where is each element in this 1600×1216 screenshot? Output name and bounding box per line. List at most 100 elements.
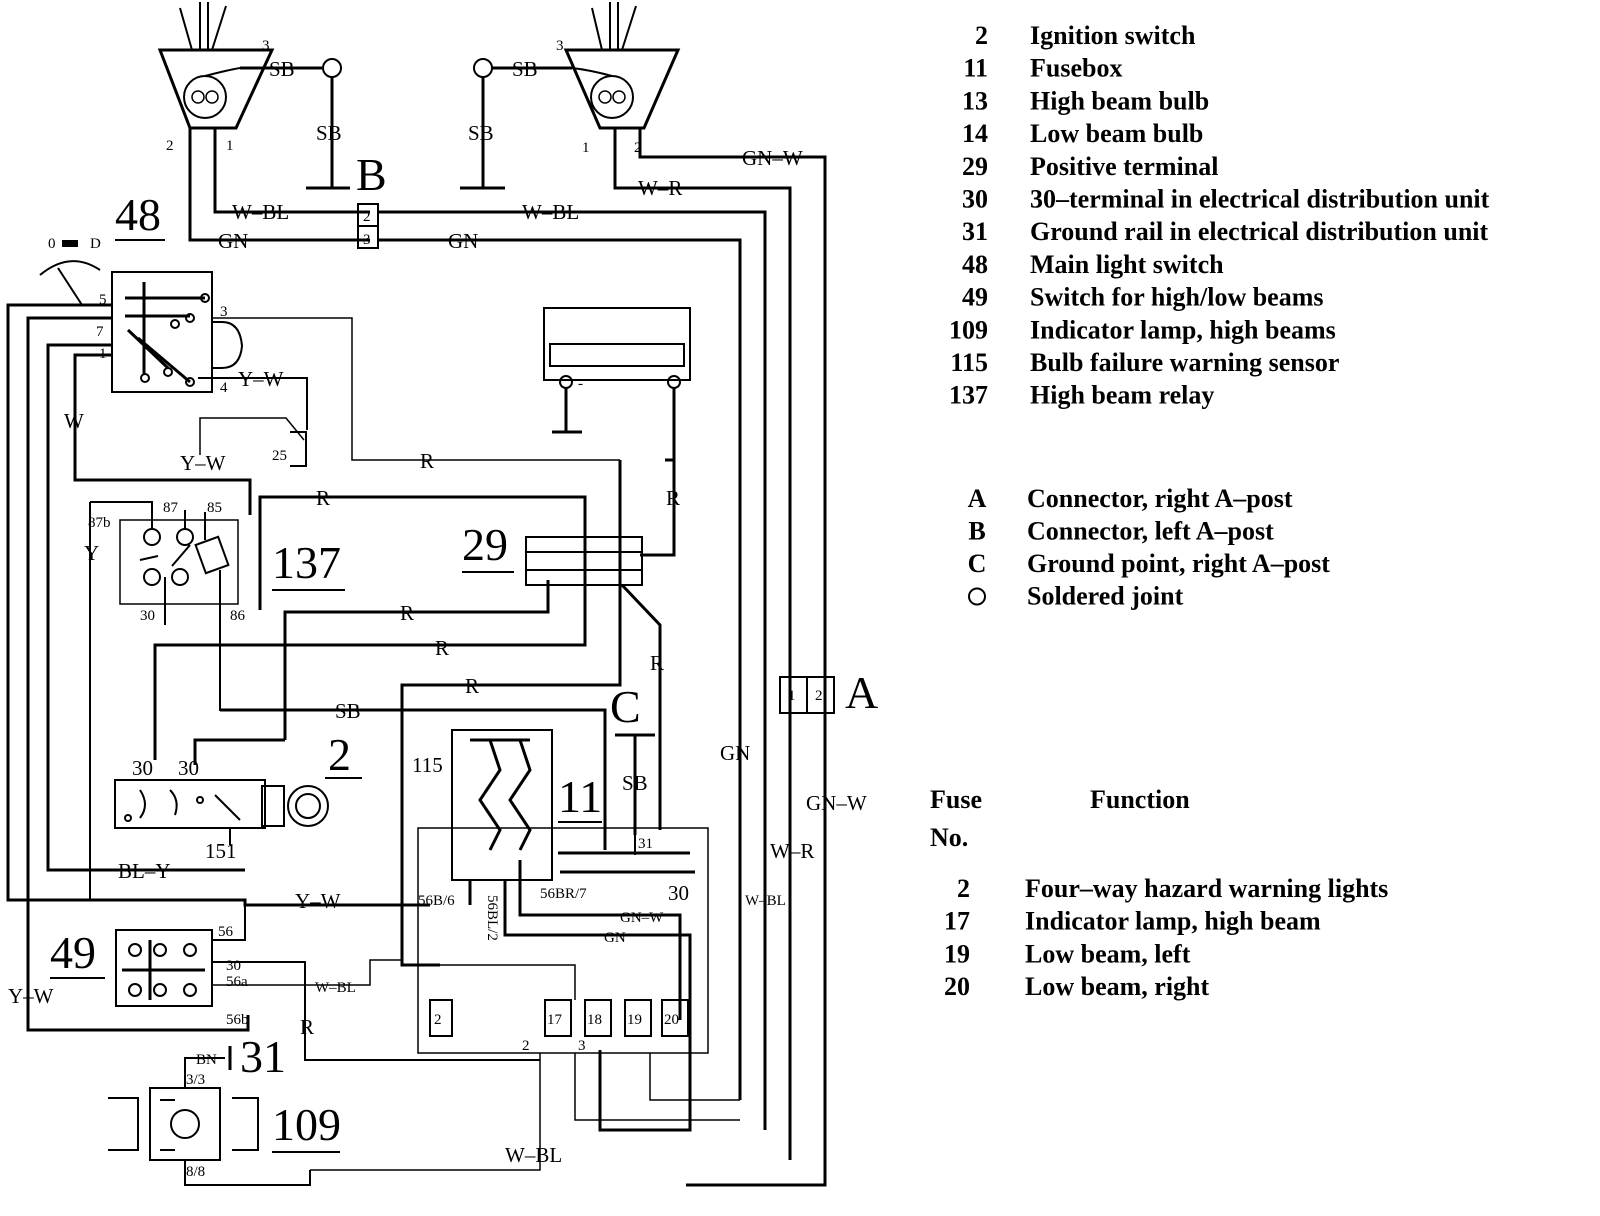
wire-label-gnw: GN–W	[620, 910, 664, 926]
wire-label-sb: SB	[269, 57, 295, 81]
switch-off-mark: 0	[48, 236, 56, 252]
wire-label-gn: GN	[218, 229, 248, 253]
pin-5: 5	[99, 292, 107, 308]
pin-87: 87	[163, 500, 179, 516]
letter-text: Ground point, right A–post	[1027, 549, 1330, 578]
wire-label-r: R	[400, 601, 414, 625]
wire-label-sb: SB	[622, 771, 648, 795]
fuse-header: Fuse	[930, 785, 982, 814]
component-48-label: 48	[115, 189, 161, 240]
fuse-number: 17	[944, 907, 970, 936]
legend-text: Ground rail in electrical distribution u…	[1030, 217, 1489, 246]
fuse-19: 19	[624, 999, 652, 1037]
pin-3: 3	[578, 1038, 586, 1054]
pin-31: 31	[638, 836, 653, 852]
wire-label-r: R	[420, 449, 434, 473]
wire-label-wbl: W–BL	[505, 1143, 562, 1167]
wire-label-sb: SB	[335, 699, 361, 723]
legend-number: 11	[963, 54, 988, 83]
wire-label-gnw: GN–W	[806, 791, 867, 815]
fuse-function: Low beam, right	[1025, 972, 1210, 1001]
pin-1: 1	[582, 140, 590, 156]
component-29-label: 29	[462, 519, 508, 570]
wire-label-gn: GN	[448, 229, 478, 253]
wire-label-r: R	[666, 486, 680, 510]
pin-56a: 56a	[226, 974, 248, 990]
pin-56bl2: 56BL/2	[484, 895, 500, 941]
pin-151: 151	[205, 839, 237, 863]
pin-2: 2	[634, 140, 642, 156]
pin-2: 2	[522, 1038, 530, 1054]
legend-number: 29	[962, 152, 988, 181]
fuse-2: 2	[429, 999, 453, 1037]
legend-text: 30–terminal in electrical distribution u…	[1030, 185, 1490, 214]
wire-label-yw: Y–W	[238, 367, 284, 391]
legend-text: High beam relay	[1030, 381, 1214, 410]
fuse-number: 20	[944, 972, 970, 1001]
left-headlamp: 3 2 1	[157, 2, 275, 154]
pin-56b6: 56B/6	[418, 893, 455, 909]
pin-25: 25	[272, 448, 287, 464]
wire-label-bly: BL–Y	[118, 859, 171, 883]
letter-key: A	[968, 484, 987, 513]
legend-text: Low beam bulb	[1030, 119, 1203, 148]
connector-c-label: C	[610, 681, 641, 732]
pin-30: 30	[140, 608, 155, 624]
wire-label-gn: GN	[720, 741, 750, 765]
pin-30: 30	[226, 958, 241, 974]
legend-number: 109	[949, 315, 988, 344]
fuse-20: 20	[661, 999, 689, 1037]
pin-3: 3	[220, 304, 228, 320]
svg-text:18: 18	[587, 1012, 602, 1028]
pin-2: 2	[166, 138, 174, 154]
connector-25	[290, 431, 307, 467]
function-header: Function	[1090, 785, 1190, 814]
component-49-label: 49	[50, 927, 96, 978]
letter-text: Soldered joint	[1027, 582, 1184, 611]
svg-text:19: 19	[627, 1012, 642, 1028]
legend-number: 14	[962, 119, 988, 148]
wire-label-wbl: W–BL	[315, 980, 356, 996]
letter-text: Connector, right A–post	[1027, 484, 1293, 513]
wire-label-r: R	[650, 651, 664, 675]
wire-label-r: R	[316, 486, 330, 510]
pin-2: 2	[363, 209, 371, 225]
high-beam-relay	[119, 519, 239, 605]
battery	[543, 307, 691, 381]
legend-text: Indicator lamp, high beams	[1030, 315, 1336, 344]
wire-label-r: R	[465, 674, 479, 698]
pin-3: 3	[363, 232, 371, 248]
lamp-icon	[170, 1109, 200, 1139]
pin-85: 85	[207, 500, 222, 516]
fuse-number: 19	[944, 939, 970, 968]
fuse-number: 2	[957, 874, 970, 903]
legend-text: Ignition switch	[1030, 21, 1196, 50]
pin-30: 30	[178, 756, 199, 780]
component-31-label: 31	[240, 1031, 286, 1082]
connector-a-label: A	[845, 667, 878, 718]
fuse-function: Four–way hazard warning lights	[1025, 874, 1388, 903]
pin-2: 2	[815, 688, 823, 704]
component-137-label: 137	[272, 537, 341, 588]
right-headlamp: 3 1 2	[556, 2, 681, 156]
letter-key: C	[968, 549, 987, 578]
component-109-label: 109	[272, 1099, 341, 1150]
main-light-switch	[111, 271, 213, 393]
pin-56b: 56b	[226, 1012, 249, 1028]
wire-label-wbl: W–BL	[522, 200, 579, 224]
wire-label-w: W	[64, 409, 84, 433]
pin-3: 3	[262, 38, 270, 54]
pin-3: 3	[556, 38, 564, 54]
fuse-18: 18	[584, 999, 612, 1037]
fuse-function: Indicator lamp, high beam	[1025, 907, 1321, 936]
pin-56br7: 56BR/7	[540, 886, 587, 902]
wire-label-yw: Y–W	[180, 451, 226, 475]
pin-86: 86	[230, 608, 246, 624]
legend-number: 2	[975, 21, 988, 50]
wire-label-wbl: W–BL	[232, 200, 289, 224]
soldered-joint-icon	[968, 587, 986, 606]
svg-text:20: 20	[664, 1012, 679, 1028]
switch-on-mark: D	[90, 236, 101, 252]
